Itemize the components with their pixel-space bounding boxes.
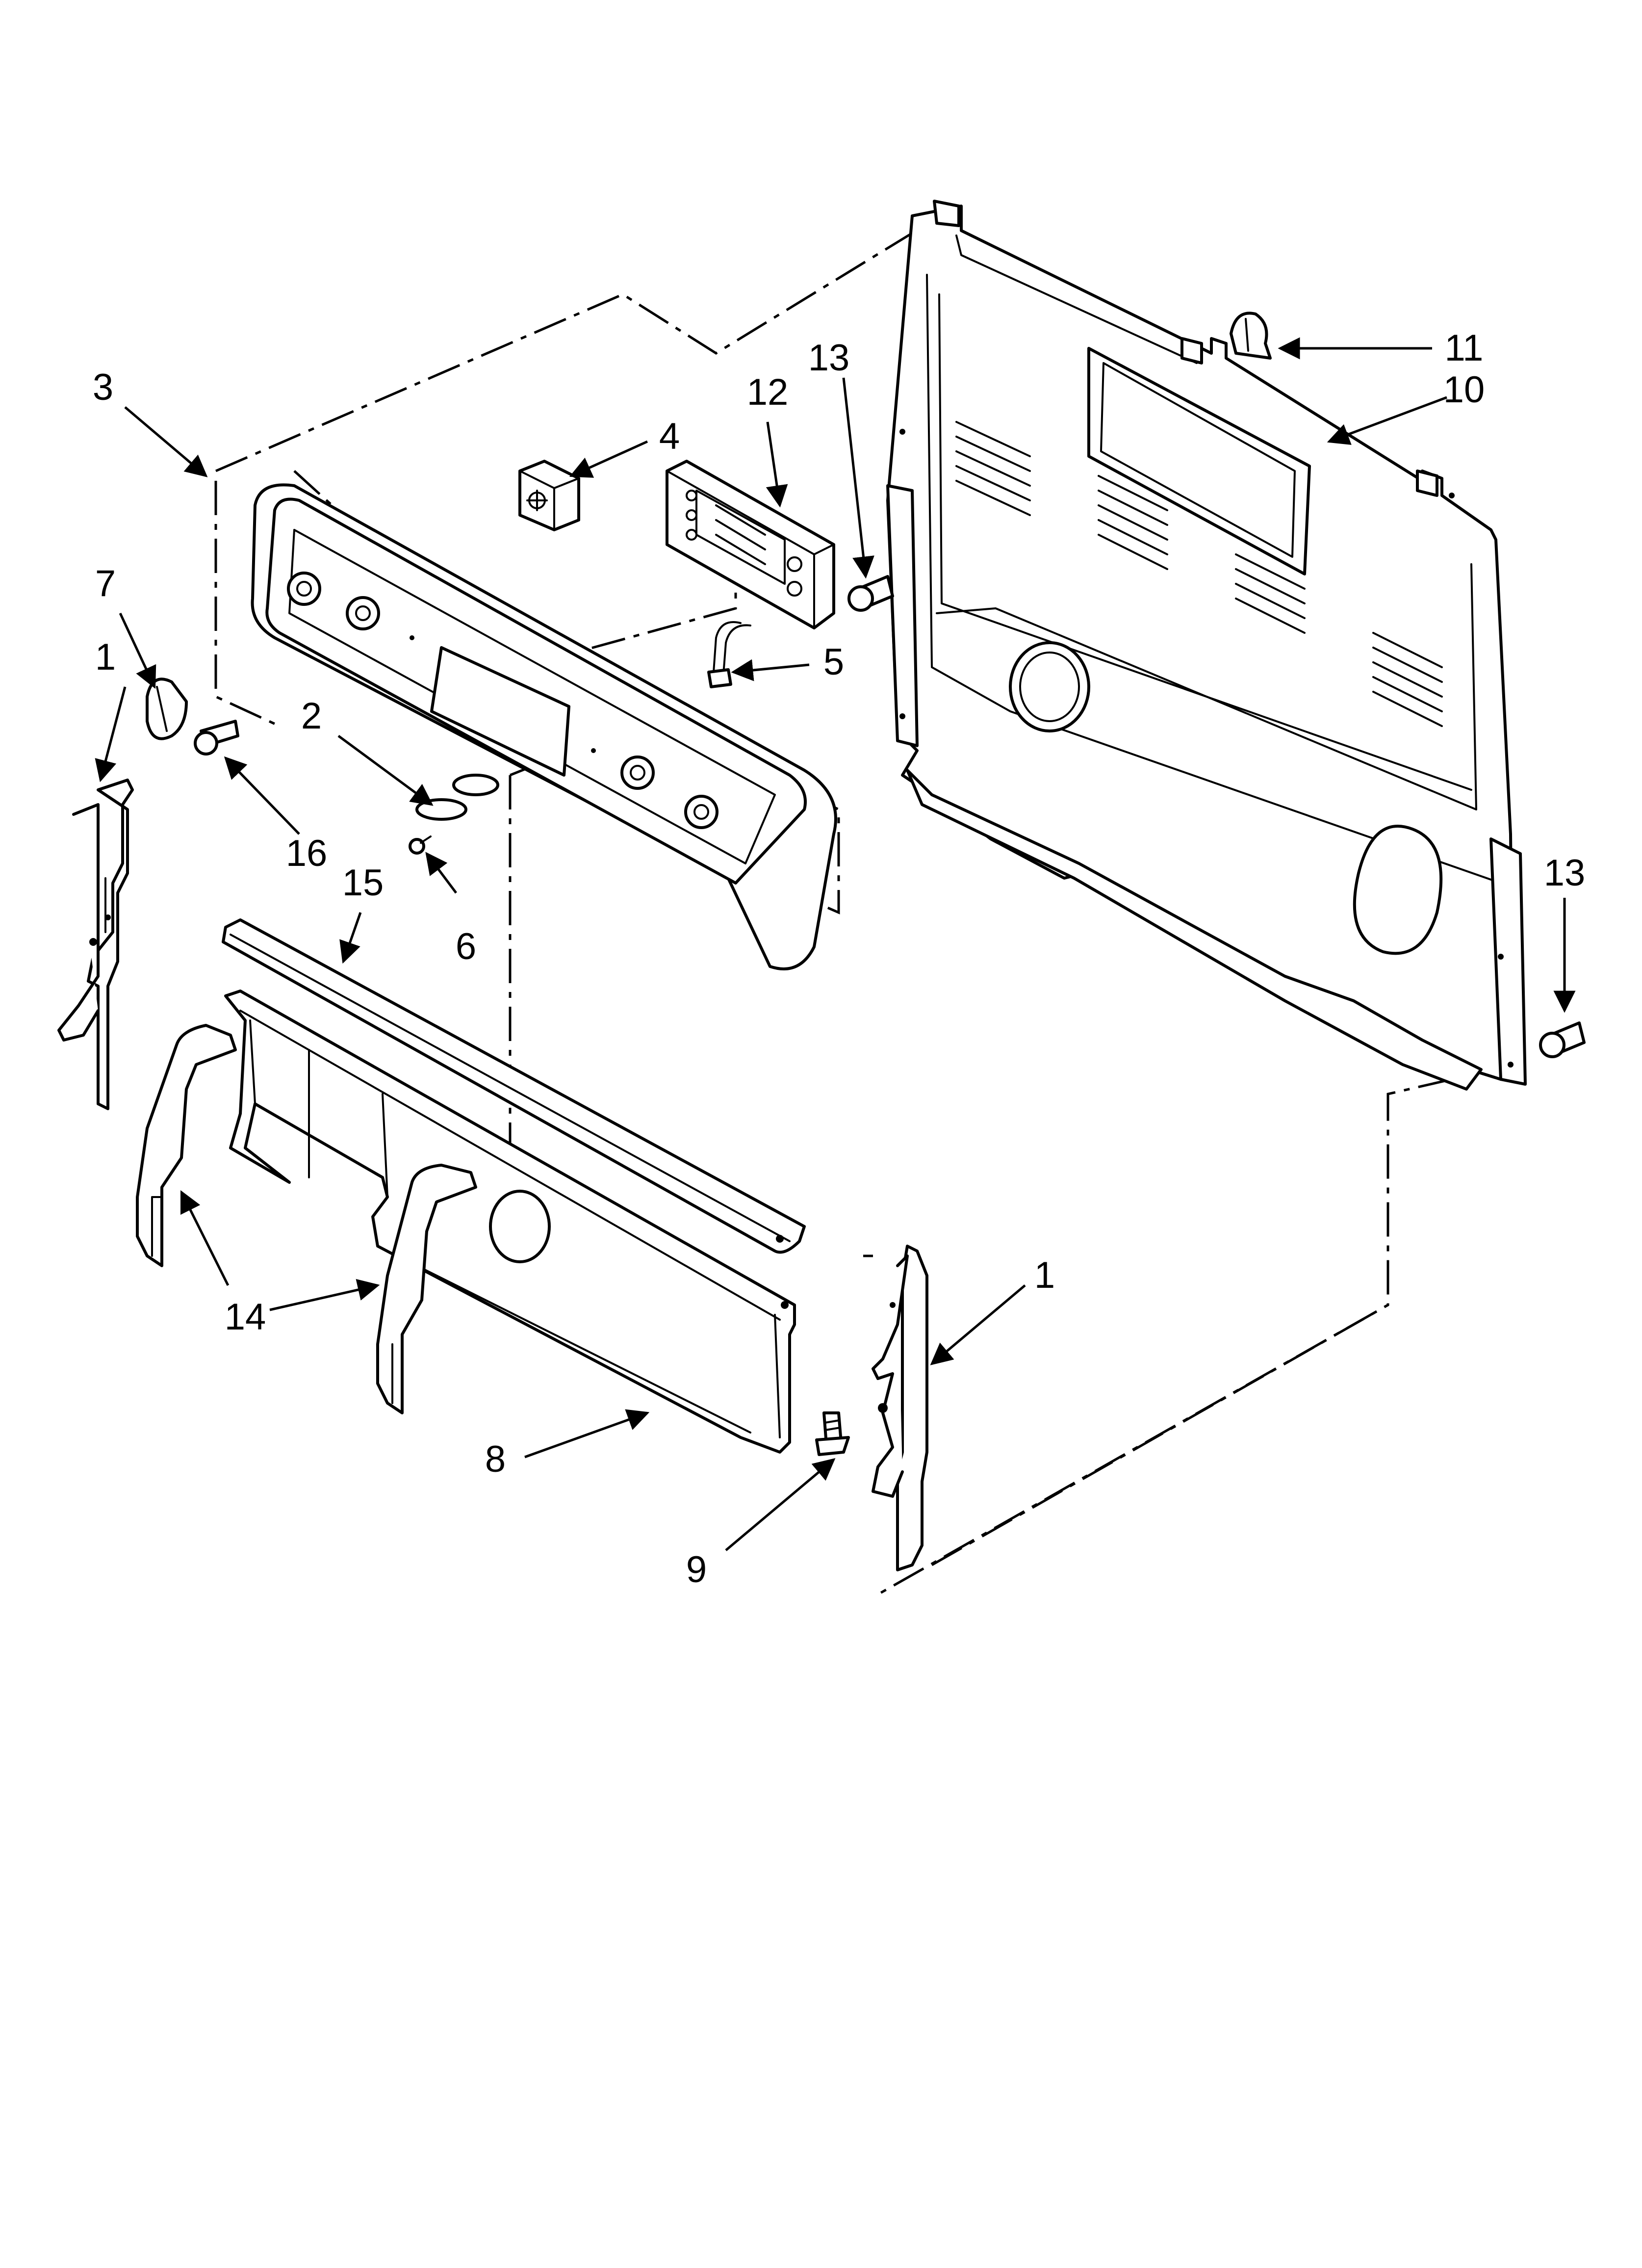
screw-16 — [194, 720, 239, 756]
callout-8: 8 — [485, 1438, 506, 1480]
callout-13-upper: 13 — [808, 337, 850, 379]
callout-1-left: 1 — [95, 636, 116, 678]
callout-13-lower: 13 — [1544, 852, 1586, 894]
electronic-control-board — [666, 460, 835, 629]
callout-labels: 1 1 2 3 4 5 6 7 8 9 10 11 12 13 13 14 15… — [93, 327, 1585, 1590]
control-panel — [251, 483, 837, 970]
side-trim-right — [872, 1245, 928, 1571]
retaining-clip — [1230, 312, 1272, 360]
callout-4: 4 — [659, 416, 680, 457]
callout-15: 15 — [342, 862, 384, 904]
lower-bracket — [224, 990, 796, 1454]
wire-harness — [707, 621, 751, 688]
rear-panel — [886, 200, 1527, 1091]
callout-6: 6 — [456, 926, 476, 967]
callout-11: 11 — [1445, 327, 1484, 369]
callout-9: 9 — [686, 1549, 707, 1590]
screw-9 — [815, 1411, 850, 1456]
callout-7: 7 — [95, 563, 116, 604]
end-cap-left — [136, 1024, 237, 1267]
callout-2: 2 — [301, 695, 322, 737]
screw-13-upper — [847, 575, 894, 612]
callout-16: 16 — [286, 833, 328, 874]
screw-6 — [409, 835, 432, 855]
end-cap-right — [376, 1164, 477, 1414]
screw-13-lower — [1539, 1021, 1586, 1058]
callout-5: 5 — [823, 641, 844, 683]
callout-3: 3 — [93, 366, 113, 408]
callout-14: 14 — [225, 1296, 266, 1338]
callout-10: 10 — [1443, 369, 1485, 411]
side-trim-left — [57, 779, 134, 1110]
leader-lines — [95, 337, 1576, 1551]
infinite-switch — [518, 460, 580, 531]
top-trim-bar — [222, 918, 806, 1254]
callout-12: 12 — [747, 371, 789, 413]
callout-1-right: 1 — [1034, 1254, 1055, 1296]
badge — [415, 798, 467, 821]
control-knob — [146, 678, 188, 740]
